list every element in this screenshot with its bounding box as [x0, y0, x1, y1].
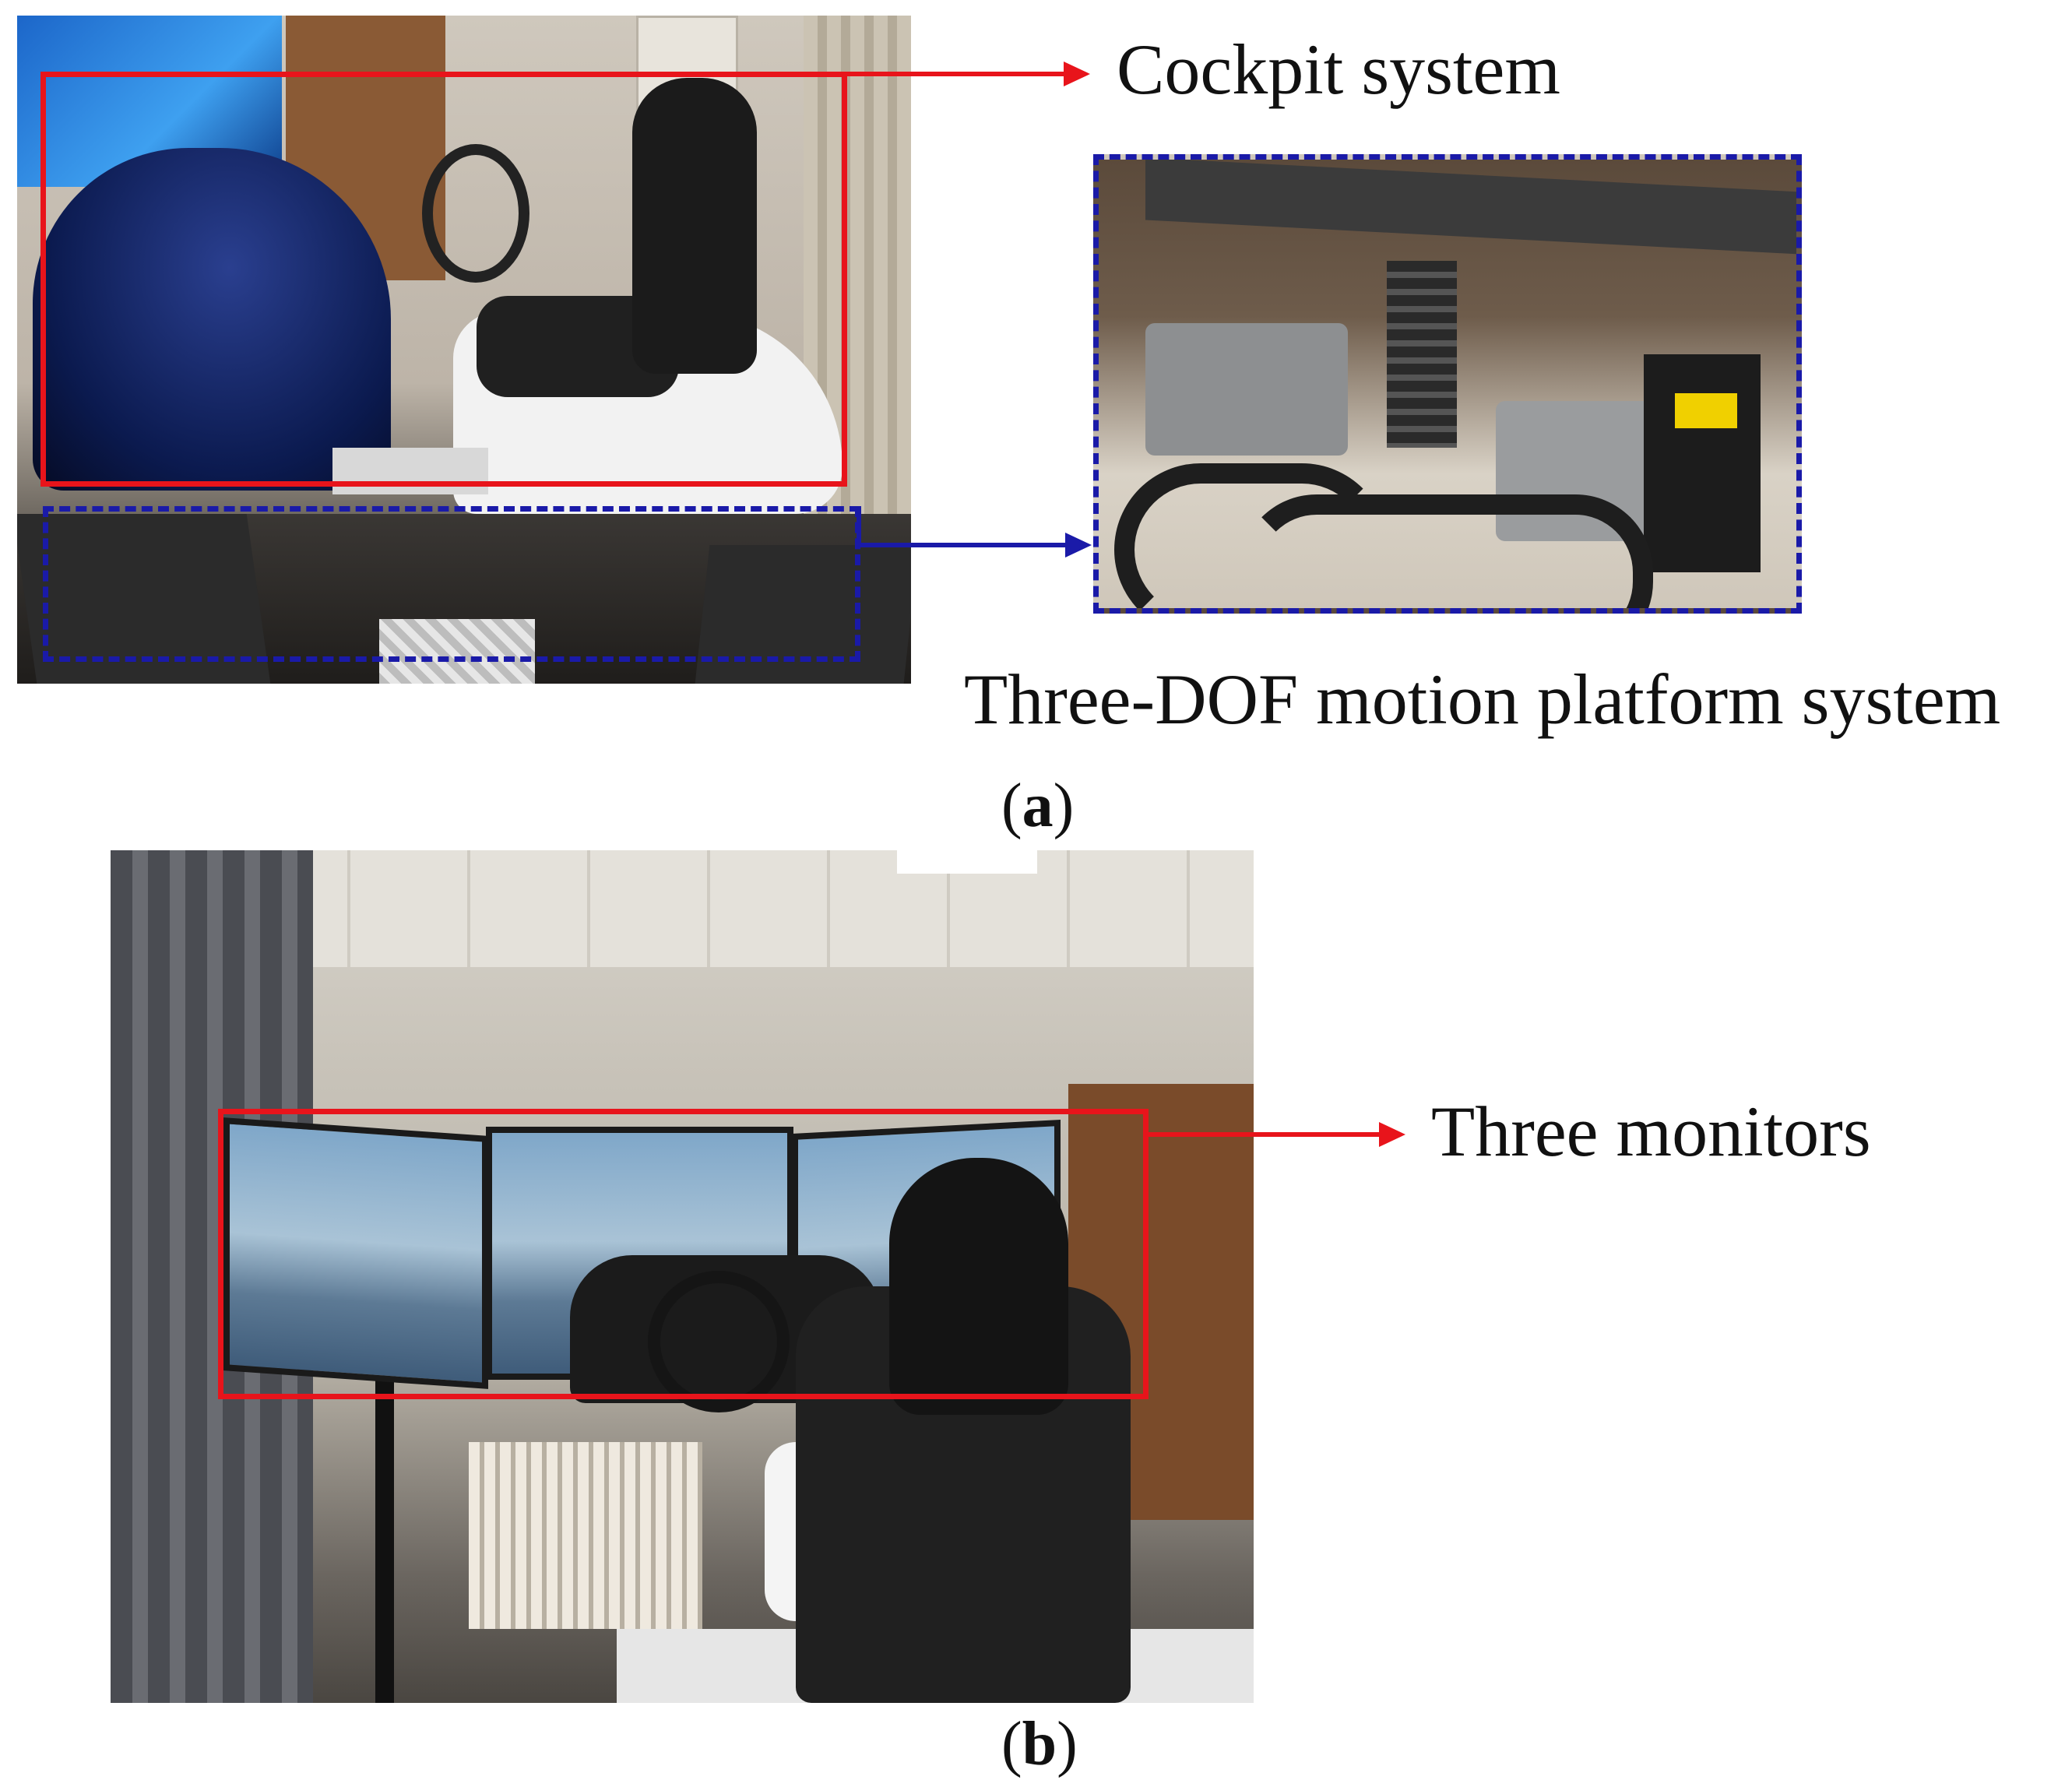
platform-highlight-box	[43, 506, 860, 662]
monitor-stand	[375, 1380, 394, 1703]
platform-arrow-line	[857, 543, 1068, 547]
caption-a-open: (	[1001, 772, 1022, 840]
caption-b: (b)	[1001, 1709, 1078, 1780]
arrow-right-icon	[1065, 533, 1092, 558]
caption-b-open: (	[1001, 1710, 1022, 1778]
caption-a: (a)	[1001, 771, 1074, 842]
frame-tube-right	[1239, 494, 1653, 608]
ceiling-light	[897, 850, 1037, 874]
radiator	[469, 1442, 702, 1629]
seat-back	[632, 78, 757, 374]
three-monitors-label: Three monitors	[1431, 1092, 1871, 1171]
arrow-right-icon	[1064, 62, 1090, 86]
suspension-spring	[1387, 261, 1457, 448]
caption-a-close: )	[1053, 772, 1075, 840]
cockpit-shell	[33, 148, 391, 491]
platform-top-plate	[1145, 160, 1796, 255]
simulator-photo	[17, 16, 911, 684]
arrow-right-icon	[1379, 1122, 1405, 1147]
caption-b-letter: b	[1022, 1710, 1057, 1778]
monitors-highlight-box	[218, 1109, 1149, 1399]
motion-platform-inset-photo	[1093, 154, 1802, 614]
cockpit-highlight-box	[40, 72, 847, 487]
warning-label	[1675, 393, 1737, 428]
cockpit-system-label: Cockpit system	[1117, 30, 1560, 109]
actuator-bracket	[1644, 354, 1761, 572]
three-monitor-photo	[111, 850, 1254, 1703]
monitors-arrow-line	[1149, 1132, 1382, 1137]
cockpit-arrow-line	[847, 72, 1067, 76]
cockpit-floor-plate	[332, 448, 488, 494]
actuator-left	[1145, 323, 1348, 456]
motion-platform-label: Three-DOF motion platform system	[964, 660, 2001, 739]
platform-arrow-stem	[857, 506, 861, 547]
driver-head	[889, 1158, 1068, 1415]
caption-b-close: )	[1057, 1710, 1078, 1778]
caption-a-letter: a	[1022, 772, 1054, 840]
tread-plate	[379, 619, 535, 684]
